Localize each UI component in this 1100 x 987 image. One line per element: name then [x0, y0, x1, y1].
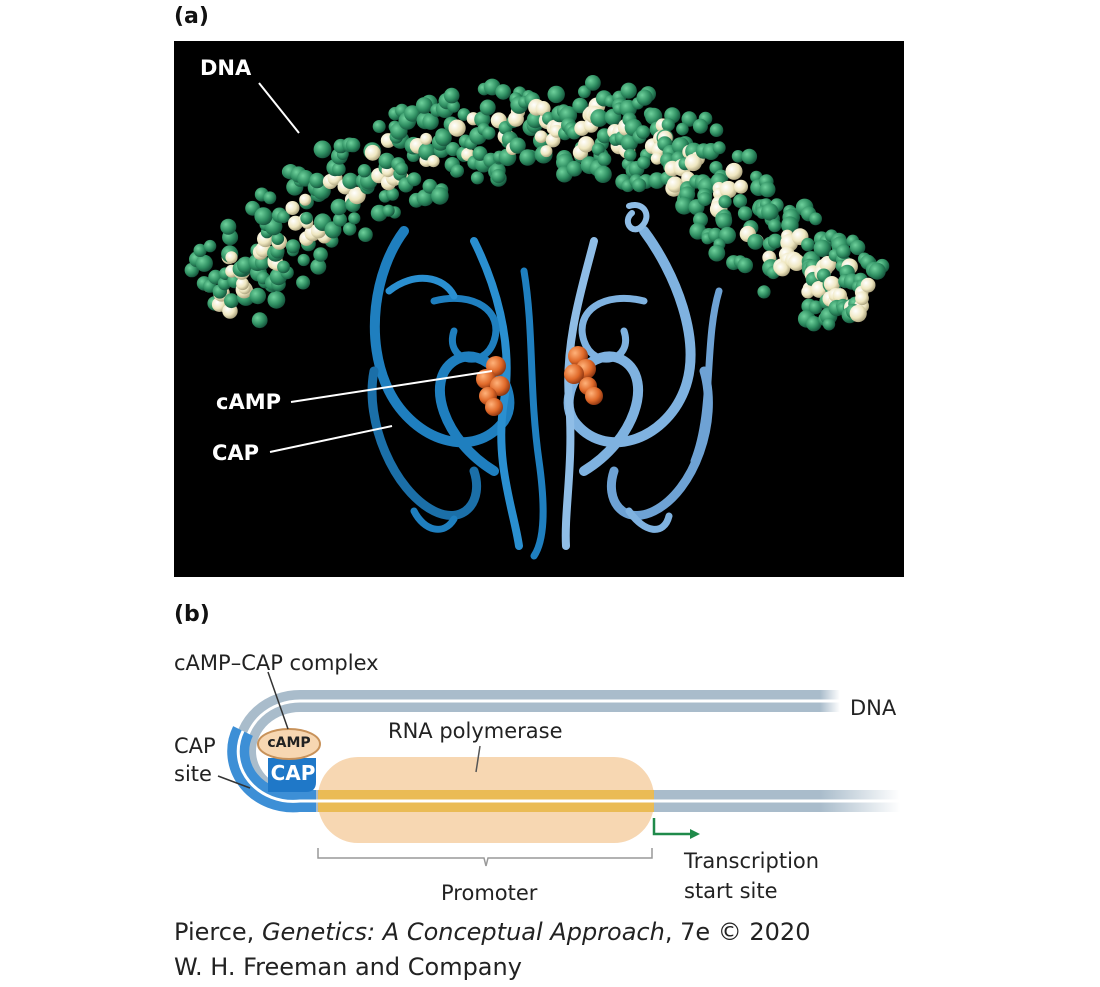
panel-b-label: (b): [174, 602, 210, 627]
cap-site-label-line2: site: [174, 762, 212, 786]
dna-leader-line: [258, 82, 300, 134]
promoter-bracket: [317, 848, 653, 867]
camp-oval-label: cAMP: [267, 735, 311, 751]
camp-molecules: [476, 346, 603, 416]
tss-arrow: [652, 818, 690, 836]
diagram-dna-label: DNA: [850, 696, 897, 720]
camp-cap-complex-label: cAMP–CAP complex: [174, 651, 379, 675]
cap-label: CAP: [212, 441, 260, 465]
tss-label-line1: Transcription: [684, 849, 820, 873]
protein-dna-structure-image: DNA cAMP CAP: [174, 41, 904, 577]
credit-line-1: Pierce, Genetics: A Conceptual Approach,…: [174, 915, 810, 950]
camp-leader-line: [290, 370, 493, 403]
promoter-label: Promoter: [441, 881, 538, 905]
cap-badge-label: CAP: [270, 761, 316, 785]
credit-line-2: W. H. Freeman and Company: [174, 953, 522, 981]
cap-leader-line: [269, 425, 393, 453]
cap-site-leader-line: [217, 775, 251, 789]
rna-polymerase-label: RNA polymerase: [388, 719, 563, 743]
complex-leader-line: [267, 671, 289, 730]
dna-label: DNA: [200, 56, 252, 80]
credit-author: Pierce,: [174, 918, 262, 946]
cap-badge-shape: [268, 758, 316, 792]
credit-book-title: Genetics: A Conceptual Approach: [261, 918, 665, 946]
polymerase-leader-line: [475, 745, 481, 773]
tss-label-line2: start site: [684, 879, 778, 903]
camp-label: cAMP: [216, 390, 281, 414]
cap-protein-ribbon: [367, 202, 723, 560]
dna-double-helix: [184, 75, 890, 332]
panel-a-label: (a): [174, 4, 209, 29]
camp-oval-shape: [257, 728, 321, 760]
cap-site-label-line1: CAP: [174, 734, 216, 758]
structure-illustration: [184, 75, 890, 560]
tss-arrowhead: [690, 829, 700, 839]
credit-edition: , 7e © 2020: [664, 918, 811, 946]
